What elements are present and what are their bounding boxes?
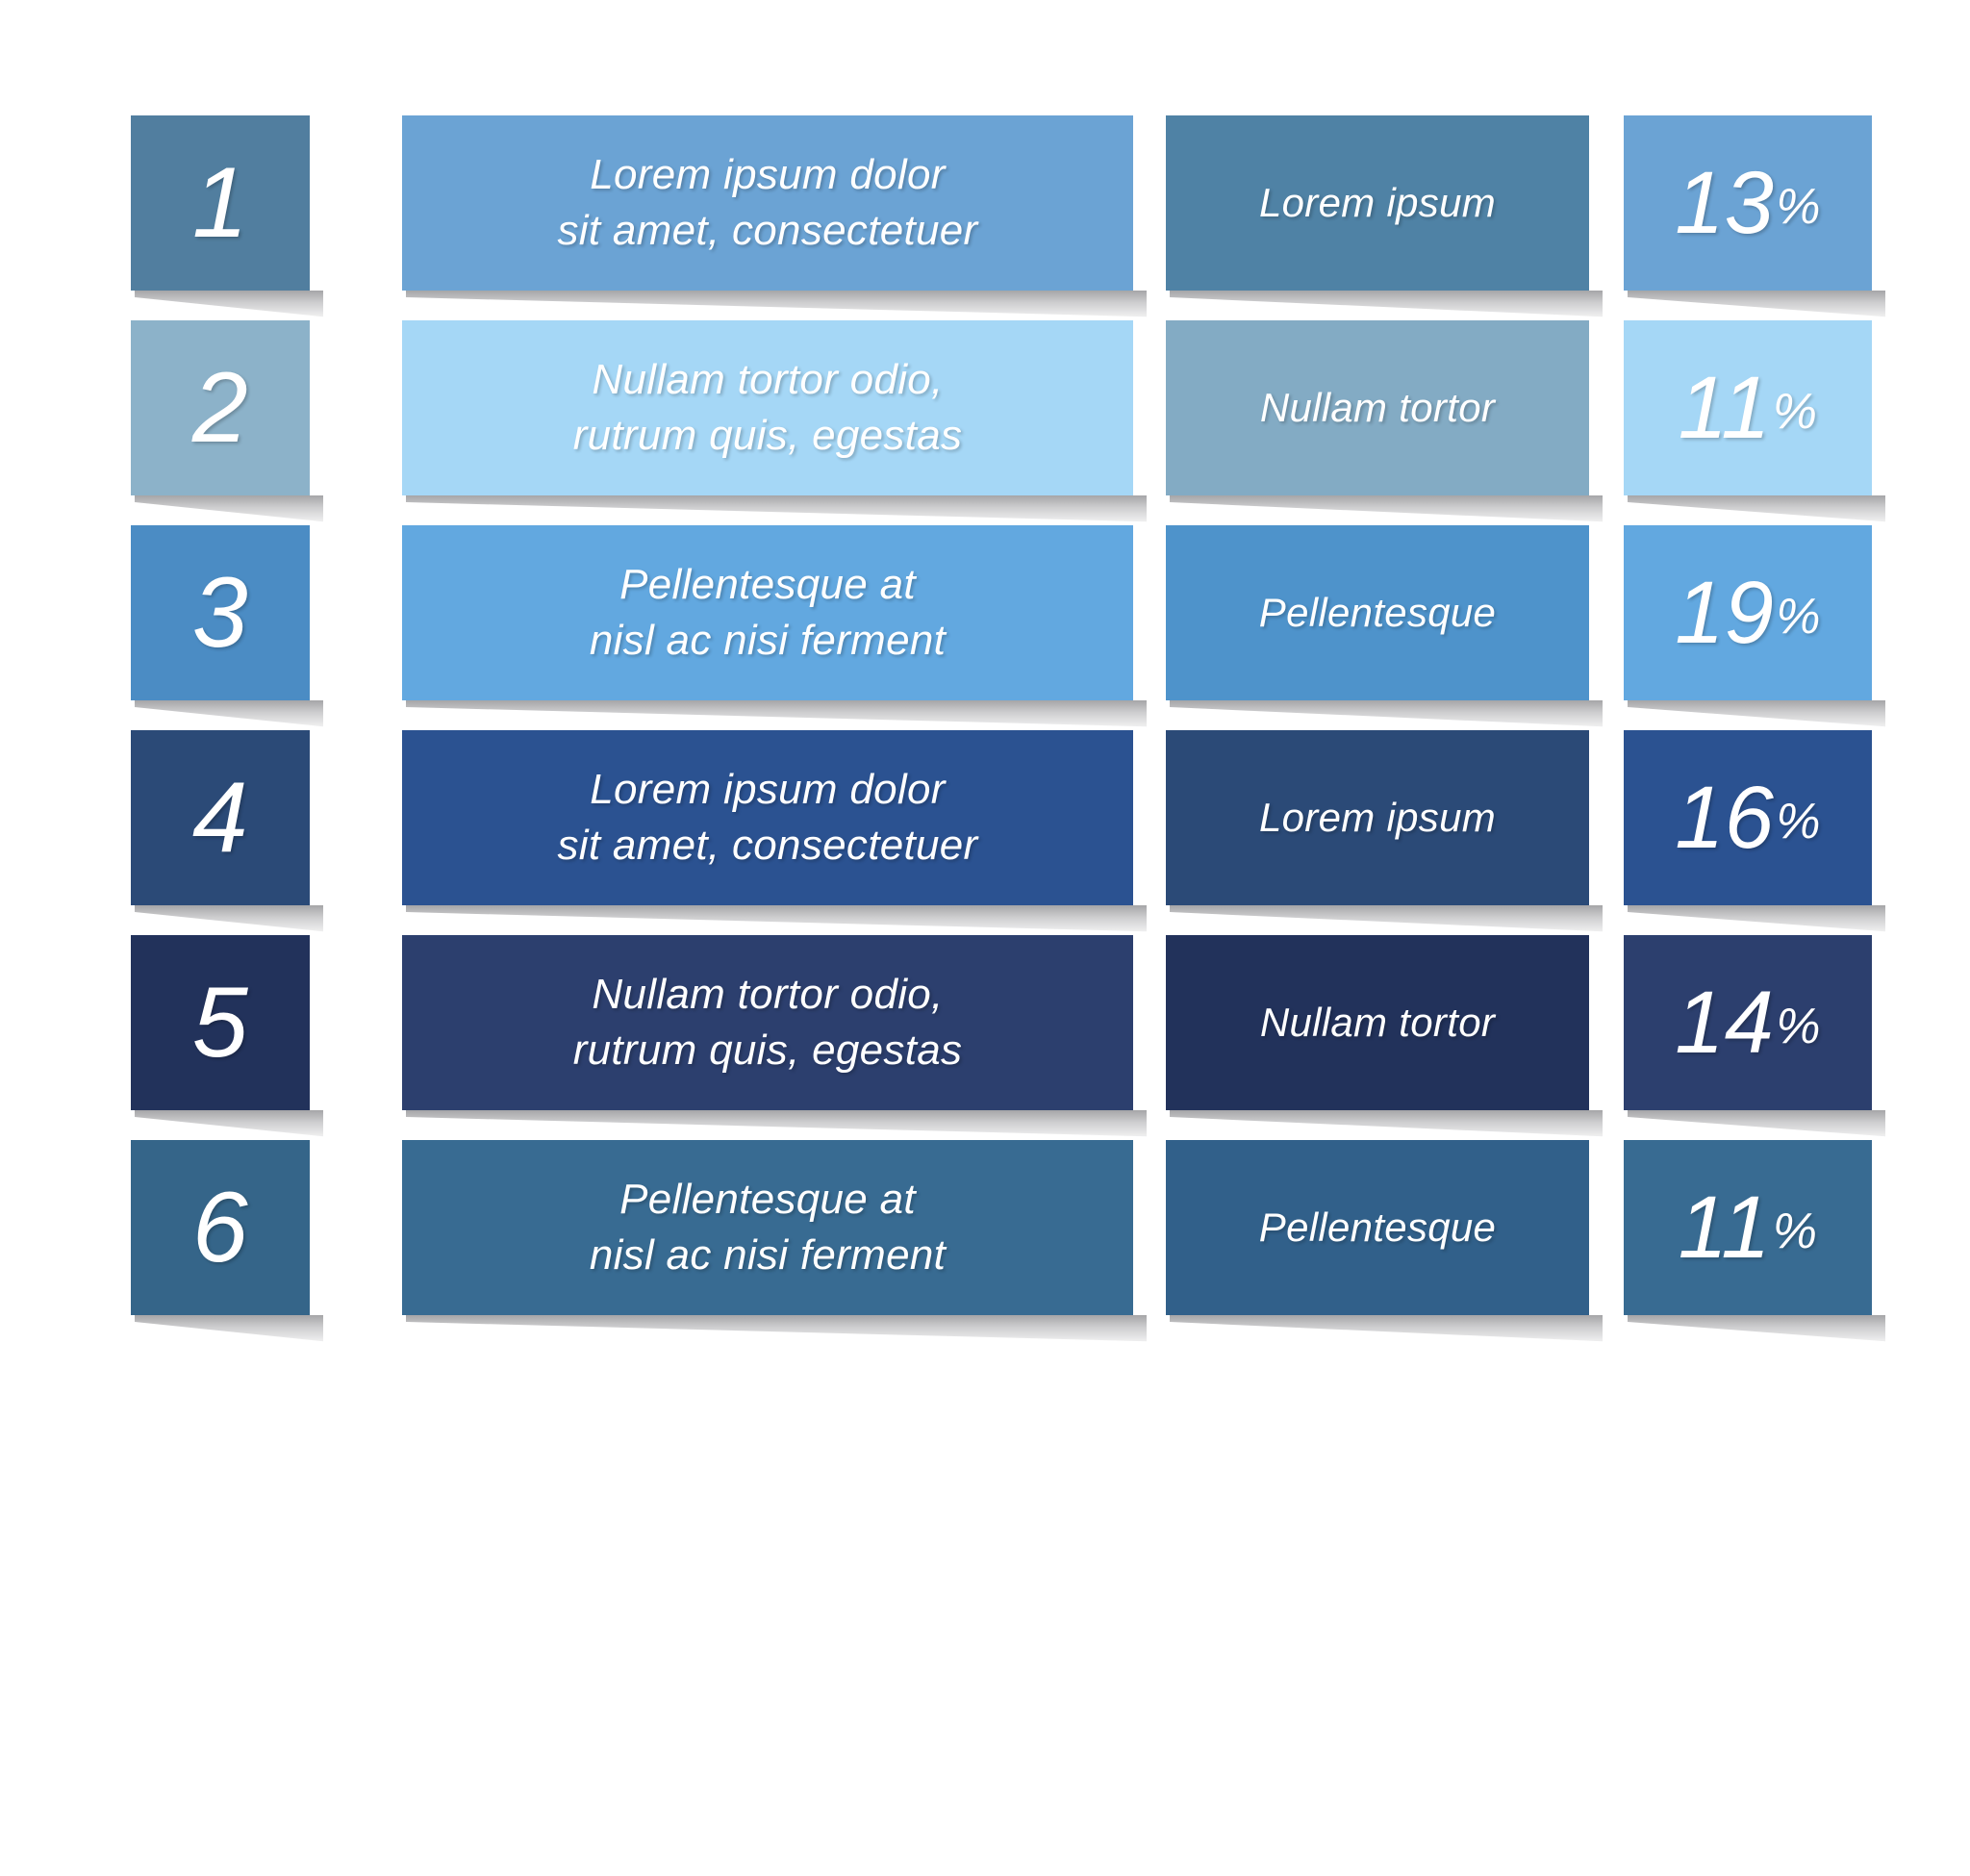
percent-sign-icon: % (1776, 589, 1821, 645)
row-description-tile[interactable]: Lorem ipsum dolor sit amet, consectetuer (402, 115, 1133, 291)
row-number-text: 4 (191, 762, 249, 874)
row-number-text: 3 (191, 557, 249, 669)
row-percent-value: 11 (1678, 358, 1771, 457)
row-percent-tile[interactable]: 11% (1624, 320, 1872, 495)
row-description-tile[interactable]: Nullam tortor odio, rutrum quis, egestas (402, 935, 1133, 1110)
row-label-text: Pellentesque (1258, 590, 1497, 635)
row-label-text: Lorem ipsum (1258, 795, 1497, 840)
infographic-row: 5 Nullam tortor odio, rutrum quis, egesta… (0, 935, 1970, 1110)
row-number-tile[interactable]: 3 (131, 525, 310, 700)
infographic-row: 3 Pellentesque at nisl ac nisi ferment Pel… (0, 525, 1970, 700)
infographic-row: 6 Pellentesque at nisl ac nisi ferment Pel… (0, 1140, 1970, 1315)
row-description-text: Lorem ipsum dolor sit amet, consectetuer (557, 765, 978, 869)
row-description-text: Lorem ipsum dolor sit amet, consectetuer (557, 150, 978, 254)
row-label-tile[interactable]: Pellentesque (1166, 525, 1589, 700)
row-label-text: Pellentesque (1258, 1204, 1497, 1250)
row-percent-value: 16 (1675, 768, 1775, 867)
row-percent-tile[interactable]: 19% (1624, 525, 1872, 700)
row-description-tile[interactable]: Lorem ipsum dolor sit amet, consectetuer (402, 730, 1133, 905)
row-number-tile[interactable]: 6 (131, 1140, 310, 1315)
infographic-row: 1 Lorem ipsum dolor sit amet, consectetue… (0, 115, 1970, 291)
row-label-tile[interactable]: Nullam tortor (1166, 320, 1589, 495)
row-label-text: Nullam tortor (1259, 385, 1496, 430)
infographic-row: 4 Lorem ipsum dolor sit amet, consectetue… (0, 730, 1970, 905)
infographic-row: 2 Nullam tortor odio, rutrum quis, egesta… (0, 320, 1970, 495)
row-label-text: Nullam tortor (1259, 1000, 1496, 1045)
row-number-tile[interactable]: 5 (131, 935, 310, 1110)
row-label-text: Lorem ipsum (1258, 180, 1497, 225)
row-description-tile[interactable]: Nullam tortor odio, rutrum quis, egestas (402, 320, 1133, 495)
row-description-text: Pellentesque at nisl ac nisi ferment (589, 560, 947, 664)
percent-sign-icon: % (1776, 999, 1821, 1054)
percent-sign-icon: % (1772, 1204, 1818, 1259)
percent-sign-icon: % (1772, 384, 1818, 440)
row-description-text: Nullam tortor odio, rutrum quis, egestas (572, 355, 963, 459)
row-percent-value: 14 (1675, 973, 1775, 1072)
row-number-tile[interactable]: 1 (131, 115, 310, 291)
row-label-tile[interactable]: Lorem ipsum (1166, 115, 1589, 291)
row-description-tile[interactable]: Pellentesque at nisl ac nisi ferment (402, 525, 1133, 700)
row-label-tile[interactable]: Pellentesque (1166, 1140, 1589, 1315)
row-number-text: 5 (191, 967, 249, 1078)
row-number-text: 2 (191, 352, 249, 464)
row-description-tile[interactable]: Pellentesque at nisl ac nisi ferment (402, 1140, 1133, 1315)
row-number-text: 1 (191, 147, 249, 259)
row-description-text: Nullam tortor odio, rutrum quis, egestas (572, 970, 963, 1074)
row-percent-tile[interactable]: 13% (1624, 115, 1872, 291)
row-label-tile[interactable]: Nullam tortor (1166, 935, 1589, 1110)
row-percent-tile[interactable]: 11% (1624, 1140, 1872, 1315)
row-percent-value: 13 (1675, 153, 1775, 252)
row-number-text: 6 (191, 1172, 249, 1283)
percent-sign-icon: % (1776, 794, 1821, 849)
row-number-tile[interactable]: 2 (131, 320, 310, 495)
row-percent-tile[interactable]: 14% (1624, 935, 1872, 1110)
row-label-tile[interactable]: Lorem ipsum (1166, 730, 1589, 905)
row-percent-value: 11 (1678, 1178, 1771, 1277)
row-percent-tile[interactable]: 16% (1624, 730, 1872, 905)
row-percent-value: 19 (1675, 563, 1775, 662)
percent-sign-icon: % (1776, 179, 1821, 235)
row-description-text: Pellentesque at nisl ac nisi ferment (589, 1175, 947, 1279)
row-number-tile[interactable]: 4 (131, 730, 310, 905)
